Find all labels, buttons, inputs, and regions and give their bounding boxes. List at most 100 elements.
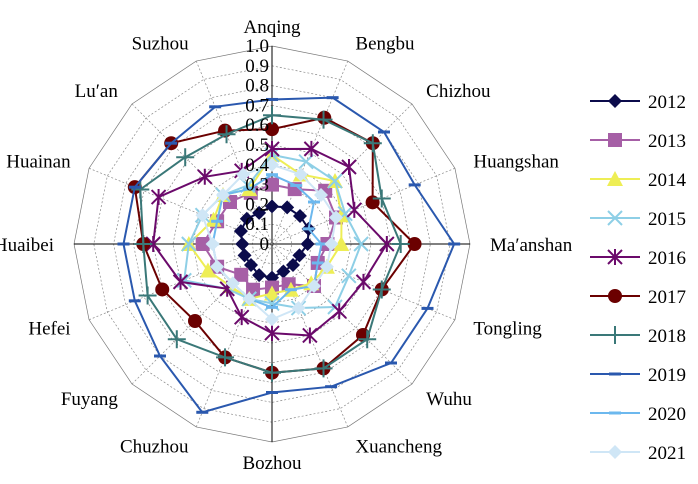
data-point — [341, 158, 357, 175]
radial-tick-label: 0 — [260, 234, 270, 255]
data-point — [138, 286, 157, 305]
category-label: Anqing — [244, 17, 302, 38]
category-label: Ma′anshan — [490, 235, 573, 256]
radial-tick-labels: 00.10.20.30.40.50.60.70.80.91.0 — [245, 36, 269, 255]
series-2012 — [233, 199, 316, 285]
data-point — [302, 327, 318, 344]
data-point — [265, 199, 279, 214]
category-label: Xuancheng — [355, 436, 442, 457]
legend-item-2012[interactable]: 2012 — [590, 92, 686, 113]
data-point — [235, 237, 250, 251]
data-point — [365, 195, 380, 210]
radial-tick-label: 0.8 — [245, 76, 269, 97]
data-point — [292, 248, 307, 263]
data-point — [300, 237, 315, 251]
data-point — [307, 279, 322, 294]
data-point — [233, 309, 250, 326]
category-labels: AnqingBengbuChizhouHuangshanMa′anshanTon… — [0, 17, 573, 474]
radial-tick-label: 0.9 — [245, 56, 269, 77]
legend-item-2014[interactable]: 2014 — [590, 170, 687, 191]
data-point — [314, 110, 333, 129]
data-point — [215, 187, 230, 202]
data-point — [327, 173, 343, 189]
data-point — [608, 289, 622, 303]
data-point — [205, 237, 220, 251]
data-point — [280, 200, 295, 215]
data-point — [341, 268, 357, 284]
radial-tick-label: 0.6 — [245, 115, 269, 136]
legend-item-2020[interactable]: 2020 — [590, 404, 686, 425]
category-label: Hefei — [28, 318, 70, 339]
legend-label: 2016 — [648, 248, 686, 269]
data-point — [176, 272, 192, 289]
category-label: Huangshan — [473, 152, 559, 173]
radial-tick-label: 1.0 — [245, 36, 269, 57]
legend-label: 2021 — [648, 443, 686, 464]
radial-tick-label: 0.7 — [245, 95, 269, 116]
grid-ring — [192, 164, 352, 324]
spoke — [271, 60, 349, 245]
data-point — [265, 177, 279, 192]
spoke — [271, 103, 413, 245]
data-point — [195, 237, 210, 251]
data-point — [265, 157, 279, 172]
data-point — [176, 148, 195, 167]
legend-label: 2015 — [648, 209, 686, 230]
data-point — [346, 201, 363, 218]
data-point — [331, 303, 347, 320]
data-point — [237, 248, 252, 263]
data-point — [286, 258, 301, 273]
data-point — [358, 330, 377, 349]
radial-tick-label: 0.1 — [245, 214, 269, 235]
legend-item-2017[interactable]: 2017 — [590, 287, 686, 308]
legend-item-2013[interactable]: 2013 — [590, 131, 686, 152]
legend-item-2019[interactable]: 2019 — [590, 365, 686, 386]
series-2019 — [117, 96, 461, 414]
legend-item-2018[interactable]: 2018 — [590, 326, 686, 347]
legend-item-2016[interactable]: 2016 — [590, 248, 686, 269]
radial-tick-label: 0.2 — [245, 194, 269, 215]
legend-item-2015[interactable]: 2015 — [590, 209, 686, 230]
data-point — [155, 282, 170, 297]
data-point — [252, 205, 267, 220]
data-point — [608, 445, 622, 459]
data-point — [276, 264, 291, 279]
data-point — [233, 224, 248, 239]
data-point — [265, 312, 279, 327]
data-point — [195, 208, 210, 223]
category-label: Tongling — [473, 318, 542, 339]
data-point — [333, 236, 350, 251]
data-point — [291, 301, 306, 316]
legend: 2012 2013 2014 2015 2016 2017 2018 2019 2020 2021 — [590, 92, 687, 464]
data-point — [329, 210, 344, 225]
data-point — [239, 211, 254, 226]
data-point — [607, 210, 623, 226]
data-point — [391, 235, 410, 253]
series-2018 — [131, 106, 410, 382]
category-label: Wuhu — [426, 389, 472, 410]
legend-item-2021[interactable]: 2021 — [590, 443, 686, 464]
spoke — [271, 167, 456, 245]
data-point — [607, 171, 623, 186]
radial-tick-label: 0.3 — [245, 175, 269, 196]
legend-label: 2017 — [648, 287, 686, 308]
data-point — [199, 262, 216, 278]
data-point — [264, 325, 280, 342]
data-point — [303, 140, 320, 157]
legend-label: 2018 — [648, 326, 686, 347]
data-point — [216, 348, 235, 367]
data-point — [379, 236, 395, 252]
data-point — [263, 106, 281, 125]
data-point — [172, 273, 189, 290]
data-point — [242, 291, 257, 306]
category-label: Huaibei — [0, 235, 54, 256]
data-point — [293, 167, 308, 182]
data-point — [608, 94, 622, 108]
data-point — [363, 134, 382, 153]
data-point — [167, 330, 186, 349]
category-label: Bengbu — [355, 34, 415, 55]
legend-label: 2014 — [648, 170, 687, 191]
category-label: Lu′an — [75, 81, 119, 102]
data-point — [236, 167, 251, 182]
data-point — [372, 280, 391, 299]
